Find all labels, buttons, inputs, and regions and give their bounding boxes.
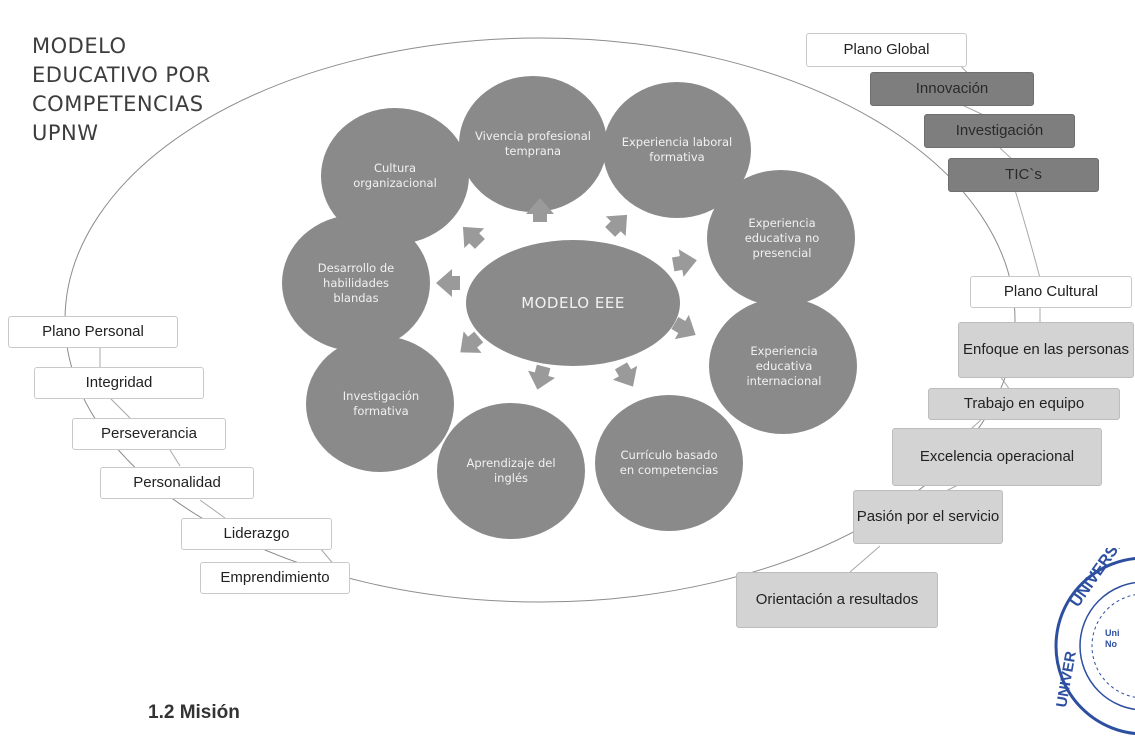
- seal-line-1: Uni: [1105, 628, 1120, 638]
- plano-personal-item-emprendimiento: Emprendimiento: [200, 562, 350, 594]
- plano-cultural-item-trabajo: Trabajo en equipo: [928, 388, 1120, 420]
- title-line-4: UPNW: [32, 121, 99, 145]
- circles: [282, 76, 857, 539]
- circle-vivencia: [459, 76, 607, 212]
- plano-global-item-tics: TIC`s: [948, 158, 1099, 192]
- center-ellipse: [466, 240, 680, 366]
- title-line-1: MODELO: [32, 34, 127, 58]
- seal-inner-text: Uni No: [1105, 628, 1120, 650]
- circle-ingles: [437, 403, 585, 539]
- circle-label-no-presencial: Experiencia educativa no presencial: [744, 215, 820, 260]
- circle-label-cultura: Cultura organizacional: [353, 161, 437, 190]
- plano-cultural-item-excelencia: Excelencia operacional: [892, 428, 1102, 486]
- title-line-3: COMPETENCIAS: [32, 92, 204, 116]
- plano-cultural-item-pasion: Pasión por el servicio: [853, 490, 1003, 544]
- circle-cultura: [321, 108, 469, 244]
- svg-text:UNIVERSIDAD PRI: UNIVERSIDAD PRI: [1067, 548, 1135, 610]
- plano-personal-item-integridad: Integridad: [34, 367, 204, 399]
- circle-habilidades: [282, 215, 430, 351]
- plano-personal-item-personalidad: Personalidad: [100, 467, 254, 499]
- circle-label-investigacion: Investigación formativa: [342, 389, 420, 418]
- plano-global-header: Plano Global: [806, 33, 967, 67]
- university-seal-icon: UNIVERSIDAD PRI UNIVER: [1053, 548, 1135, 736]
- plano-global-item-innovacion: Innovación: [870, 72, 1034, 106]
- plano-global-item-investigacion: Investigación: [924, 114, 1075, 148]
- center-label: MODELO EEE: [521, 294, 625, 312]
- title-line-2: EDUCATIVO POR: [32, 63, 211, 87]
- circle-curriculo: [595, 395, 743, 531]
- circle-no-presencial: [707, 170, 855, 306]
- seal-line-2: No: [1105, 639, 1117, 649]
- circle-label-ingles: Aprendizaje del inglés: [466, 456, 556, 485]
- circle-label-habilidades: Desarrollo de habilidades blandas: [317, 260, 395, 305]
- section-heading: 1.2 Misión: [148, 702, 240, 723]
- plano-cultural-item-enfoque: Enfoque en las personas: [958, 322, 1134, 378]
- plano-cultural-header: Plano Cultural: [970, 276, 1132, 308]
- arrows: [436, 198, 697, 390]
- circle-internacional: [709, 298, 857, 434]
- circle-label-curriculo: Currículo basado en competencias: [619, 448, 719, 477]
- circle-investigacion: [306, 336, 454, 472]
- plano-cultural-item-orientacion: Orientación a resultados: [736, 572, 938, 628]
- circle-label-vivencia: Vivencia profesional temprana: [475, 129, 591, 158]
- plano-personal-header: Plano Personal: [8, 316, 178, 348]
- circle-label-experiencia-laboral: Experiencia laboral formativa: [621, 135, 733, 164]
- diagram-title: MODELO EDUCATIVO POR COMPETENCIAS UPNW: [32, 32, 262, 148]
- circle-label-internacional: Experiencia educativa internacional: [746, 343, 822, 388]
- plano-personal-item-perseverancia: Perseverancia: [72, 418, 226, 450]
- circle-experiencia-laboral: [603, 82, 751, 218]
- plano-personal-item-liderazgo: Liderazgo: [181, 518, 332, 550]
